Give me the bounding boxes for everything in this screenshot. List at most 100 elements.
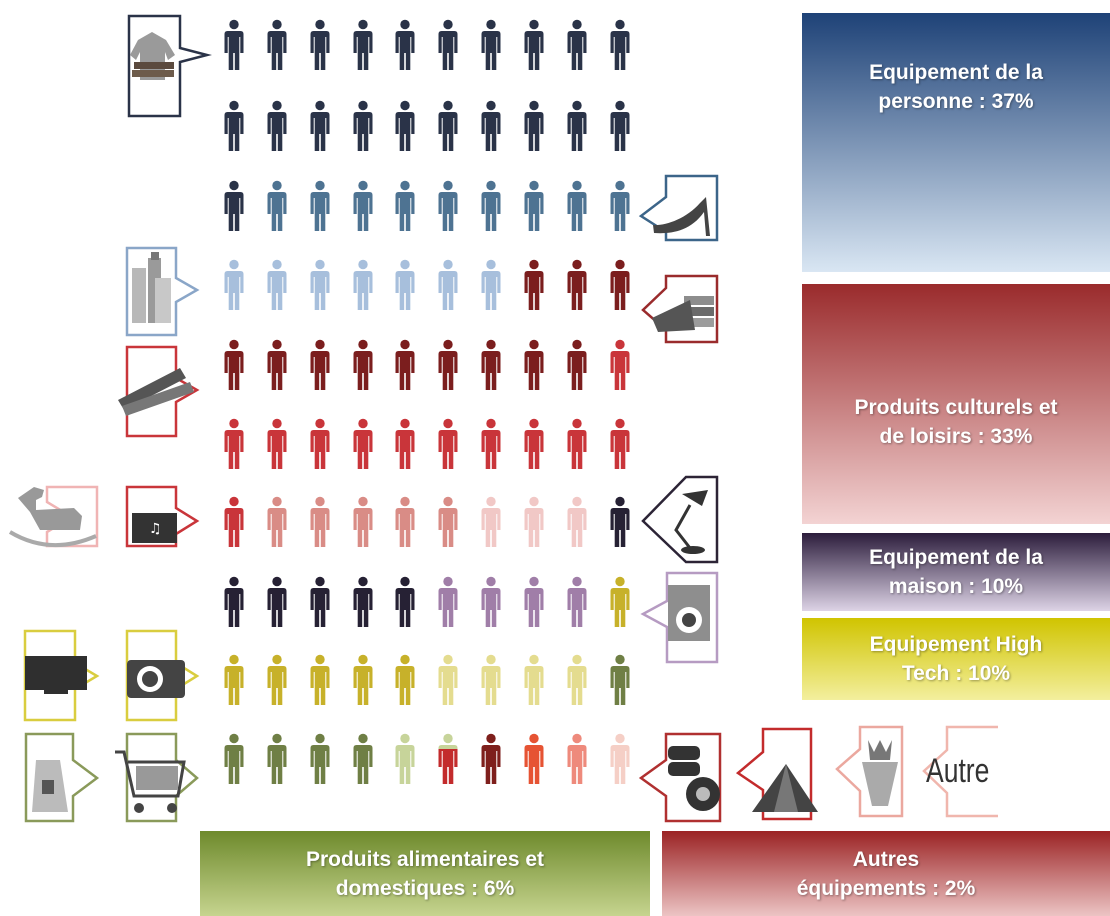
flowers-icon [835,725,904,818]
person-mark-autres [481,733,501,784]
person-mark-high-tech [310,654,330,705]
person-mark-personne [524,19,544,70]
label-equipement-personne: Equipement de la personne : 37% [802,13,1110,272]
shopping-cart-icon [115,732,199,823]
person-mark-personne [481,180,501,231]
person-mark-culturels [567,259,587,310]
person-mark-personne [481,259,501,310]
label-high-tech-text: Equipement High Tech : 10% [869,633,1043,685]
person-mark-culturels [524,259,544,310]
person-mark-personne [395,19,415,70]
person-mark-high-tech [224,654,244,705]
person-mark-culturels [567,418,587,469]
person-mark-autre [610,733,630,784]
label-produits-culturels-text: Produits culturels et de loisirs : 33% [854,396,1058,448]
person-mark-maison [310,576,330,627]
label-equipement-personne-text: Equipement de la personne : 37% [869,60,1043,113]
person-mark-culturels [438,496,458,547]
panel-bg-0 [802,13,1110,272]
label-produits-alimentaires: Produits alimentaires et domestiques : 6… [200,831,650,916]
person-mark-personne [310,19,330,70]
person-mark-personne [395,100,415,151]
person-mark-maison [224,576,244,627]
person-mark-personne [524,100,544,151]
person-mark-alimentaires [310,733,330,784]
person-mark-personne [310,100,330,151]
shoe-icon [638,174,719,242]
person-mark-high-tech [438,654,458,705]
other-callout [922,725,998,818]
person-mark-high-tech [567,654,587,705]
person-mark-culturels [267,496,287,547]
person-mark-personne [353,19,373,70]
person-mark-personne [610,19,630,70]
person-mark-culturels [610,339,630,390]
person-mark-culturels [438,418,458,469]
person-mark-personne [567,180,587,231]
person-mark-personne [224,19,244,70]
person-mark-culturels [395,496,415,547]
person-mark-culturels [267,418,287,469]
panel-bg-3 [802,618,1110,700]
person-mark-autre [567,733,587,784]
category-panels [200,13,1110,916]
person-mark-autres [524,733,544,784]
person-mark-alimentaires [610,654,630,705]
person-mark-culturels [310,418,330,469]
panel-bg-4 [200,831,650,916]
person-mark-culturels [567,339,587,390]
television-icon [23,629,100,722]
label-autre: Autre [926,752,990,790]
person-mark-personne [481,100,501,151]
person-mark-personne [267,259,287,310]
person-mark-personne [224,180,244,231]
person-mark-personne [267,100,287,151]
person-mark-personne [610,100,630,151]
person-mark-culturels [310,339,330,390]
person-mark-personne [310,180,330,231]
tent-icon [735,727,818,821]
person-mark-culturels [224,496,244,547]
person-mark-high-tech [267,654,287,705]
panel-bg-2 [802,533,1110,611]
person-mark-culturels [524,496,544,547]
person-mark-culturels [224,418,244,469]
panel-bg-1 [802,284,1110,524]
svg-text:♫: ♫ [149,521,162,537]
person-mark-maison [395,576,415,627]
person-mark-personne [353,180,373,231]
pictograph-grid [224,19,630,784]
label-equipement-maison: Equipement de la maison : 10% [802,533,1110,611]
person-mark-maison [524,576,544,627]
person-mark-high-tech [610,576,630,627]
person-mark-personne [438,19,458,70]
person-mark-high-tech [353,654,373,705]
person-mark-alimentaires [353,733,373,784]
person-mark-culturels [267,339,287,390]
person-mark-maison [481,576,501,627]
person-mark-culturels [481,418,501,469]
person-mark-maison [353,576,373,627]
person-mark-culturels [310,496,330,547]
person-mark-personne [224,259,244,310]
person-mark-maison [267,576,287,627]
person-mark-personne [353,259,373,310]
person-mark-personne [610,180,630,231]
person-mark-culturels [481,496,501,547]
person-mark-high-tech [481,654,501,705]
person-mark-personne [438,180,458,231]
tires-icon [638,732,722,823]
person-mark-personne [224,100,244,151]
person-mark-culturels [610,259,630,310]
person-mark-culturels [353,418,373,469]
person-mark-personne [524,180,544,231]
person-mark-personne [481,19,501,70]
books-music-icon [641,274,719,344]
person-mark-personne [353,100,373,151]
tickets-icon [118,345,200,438]
person-mark-personne [438,100,458,151]
person-mark-alimentaires [267,733,287,784]
desk-lamp-icon [641,475,719,564]
person-mark-personne [267,19,287,70]
